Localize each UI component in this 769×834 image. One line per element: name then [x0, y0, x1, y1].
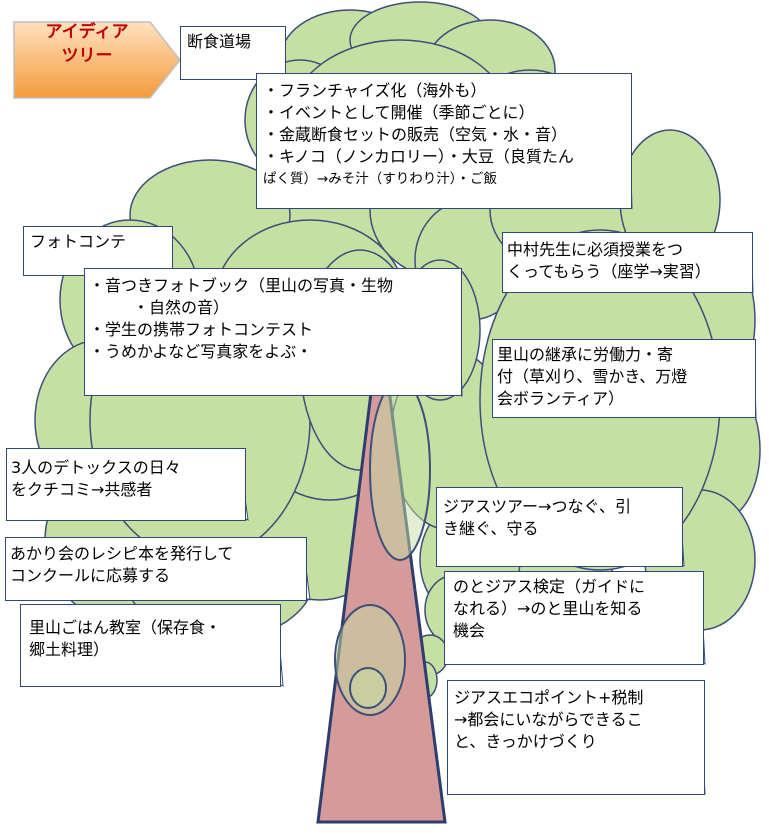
note-line: フォトコンテ [30, 232, 127, 251]
note-geo-ecopoint: ジアスエコポイント+税制 →都会にいながらできるこ と、きっかけづくり [447, 680, 705, 795]
note-line: 3人のデトックスの日々 [11, 458, 181, 477]
note-line: 会ボランティア） [497, 389, 625, 408]
note-noto-geo-kentei: のとジアス検定（ガイドに なれる）→のと里山を知る 機会 [444, 571, 704, 665]
badge-line-2: ツリー [61, 46, 113, 66]
note-line: ・音つきフォトブック（里山の写真・生物 [89, 276, 394, 295]
note-line: あかり会のレシピ本を発行して [10, 544, 234, 563]
note-line: 断食道場 [187, 32, 252, 51]
note-line: なれる）→のと里山を知る [453, 599, 643, 618]
badge-line-1: アイディア [45, 22, 129, 42]
note-nakamura: 中村先生に必須授業をつ くってもらう（座学→実習） [502, 232, 753, 293]
note-line: ・学生の携帯フォトコンテスト [89, 320, 314, 339]
note-danjiki-dojo: 断食道場 [180, 26, 286, 80]
note-line: ・金蔵断食セットの販売（空気・水・音） [263, 125, 568, 144]
note-line: 中村先生に必須授業をつ [507, 240, 684, 259]
note-akari-recipe: あかり会のレシピ本を発行して コンクールに応募する [5, 537, 307, 601]
note-line: 里山の継承に労働力・寄 [497, 345, 674, 364]
note-line: をクチコミ→共感者 [11, 480, 153, 499]
note-line: ・自然の音） [133, 298, 230, 317]
note-line: ・イベントとして開催（季節ごとに） [263, 103, 535, 122]
note-line: ・うめかよなど写真家をよぶ・ [89, 342, 313, 361]
note-geotour: ジアスツアー→つなぐ、引 き継ぐ、守る [436, 487, 683, 567]
note-line: →都会にいながらできるこ [454, 710, 643, 729]
note-line: ジアスツアー→つなぐ、引 [443, 497, 631, 516]
note-satoyama-gohan: 里山ごはん教室（保存食・ 郷土料理） [20, 604, 281, 687]
note-line: くってもらう（座学→実習） [507, 262, 711, 281]
note-detox: 3人のデトックスの日々 をクチコミ→共感者 [6, 448, 246, 521]
note-line: と、きっかけづくり [454, 732, 597, 751]
note-line: 機会 [453, 621, 486, 640]
note-line: コンクールに応募する [10, 566, 171, 585]
note-line: ・キノコ（ノンカロリー）・大豆（良質たん [263, 147, 574, 166]
note-line: 里山ごはん教室（保存食・ [29, 618, 222, 637]
note-satoyama-labor: 里山の継承に労働力・寄 付（草刈り、雪かき、万燈 会ボランティア） [492, 339, 756, 418]
note-line: 付（草刈り、雪かき、万燈 [497, 367, 688, 386]
title-badge-shape [13, 21, 181, 99]
note-line: ぱく質）→みそ汁（すりわり汁）・ご飯 [263, 171, 498, 187]
trunk-leaf-overlays [334, 379, 431, 716]
note-line: ・フランチャイズ化（海外も） [263, 81, 487, 100]
idea-tree-badge: アイディア ツリー [12, 20, 180, 102]
note-franchise: ・フランチャイズ化（海外も） ・イベントとして開催（季節ごとに） ・金蔵断食セッ… [256, 73, 632, 209]
note-photobook: ・音つきフォトブック（里山の写真・生物 ・自然の音） ・学生の携帯フォトコンテス… [84, 268, 462, 396]
note-line: のとジアス検定（ガイドに [453, 577, 646, 596]
note-line: ジアスエコポイント+税制 [454, 688, 644, 707]
note-line: 郷土料理） [29, 640, 110, 659]
note-line: き継ぐ、守る [443, 519, 539, 538]
